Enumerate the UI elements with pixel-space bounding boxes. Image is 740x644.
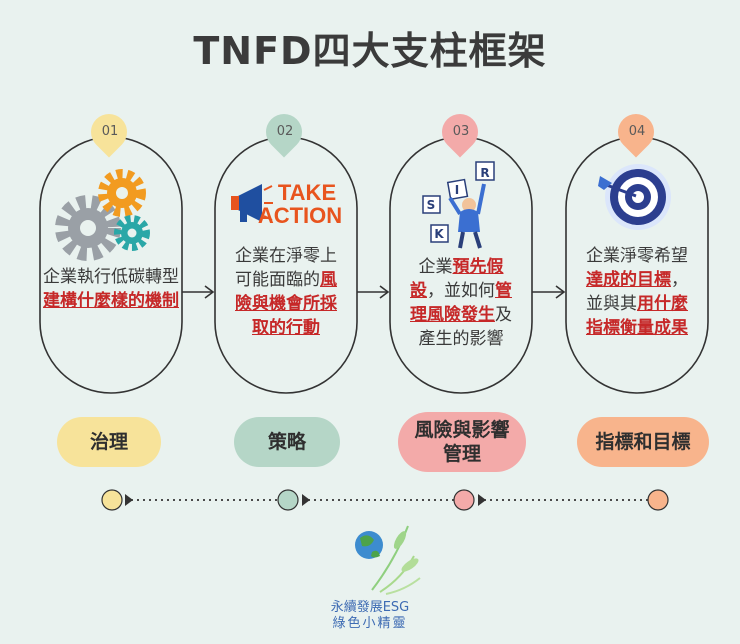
pill-metrics-targets: 指標和目標 [577, 417, 709, 467]
card-text-2: 企業在淨零上可能面臨的風險與機會所採取的行動 [235, 246, 337, 338]
logo-line-2: 綠色小精靈 [332, 616, 408, 631]
globe-logo-icon [355, 525, 421, 595]
badge-03: 03 [434, 106, 486, 158]
risk-letter-r: R [480, 166, 489, 180]
risk-letter-s: S [427, 198, 436, 212]
pill-strategy: 策略 [234, 417, 340, 467]
risk-letter-i: I [455, 183, 459, 197]
take-text: TAKE [278, 180, 336, 205]
pill-risk-management: 風險與影響管理 [398, 412, 526, 472]
timeline [101, 489, 669, 511]
timeline-dot-4 [647, 489, 669, 511]
badge-01: 01 [83, 106, 135, 158]
risk-blocks-icon [422, 161, 495, 249]
card-text-4: 企業淨零希望達成的目標，並與其用什麼指標衡量成果 [586, 246, 688, 338]
logo-line-1: 永續發展ESG [330, 600, 410, 615]
megaphone-icon [231, 184, 273, 222]
page-title: TNFD四大支柱框架 [193, 29, 547, 73]
gears-icon [55, 169, 150, 261]
action-text: ACTION [258, 203, 342, 228]
risk-letter-k: K [434, 227, 444, 241]
pill-governance: 治理 [57, 417, 161, 467]
timeline-dot-3 [453, 489, 475, 511]
target-icon [598, 164, 671, 230]
card-text-3: 企業預先假設，並如何管理風險發生及產生的影響 [410, 257, 512, 349]
timeline-dot-2 [277, 489, 299, 511]
badge-04: 04 [610, 106, 662, 158]
timeline-dot-1 [101, 489, 123, 511]
badge-02: 02 [258, 106, 310, 158]
card-text-1: 企業執行低碳轉型建構什麼樣的機制 [43, 267, 179, 311]
